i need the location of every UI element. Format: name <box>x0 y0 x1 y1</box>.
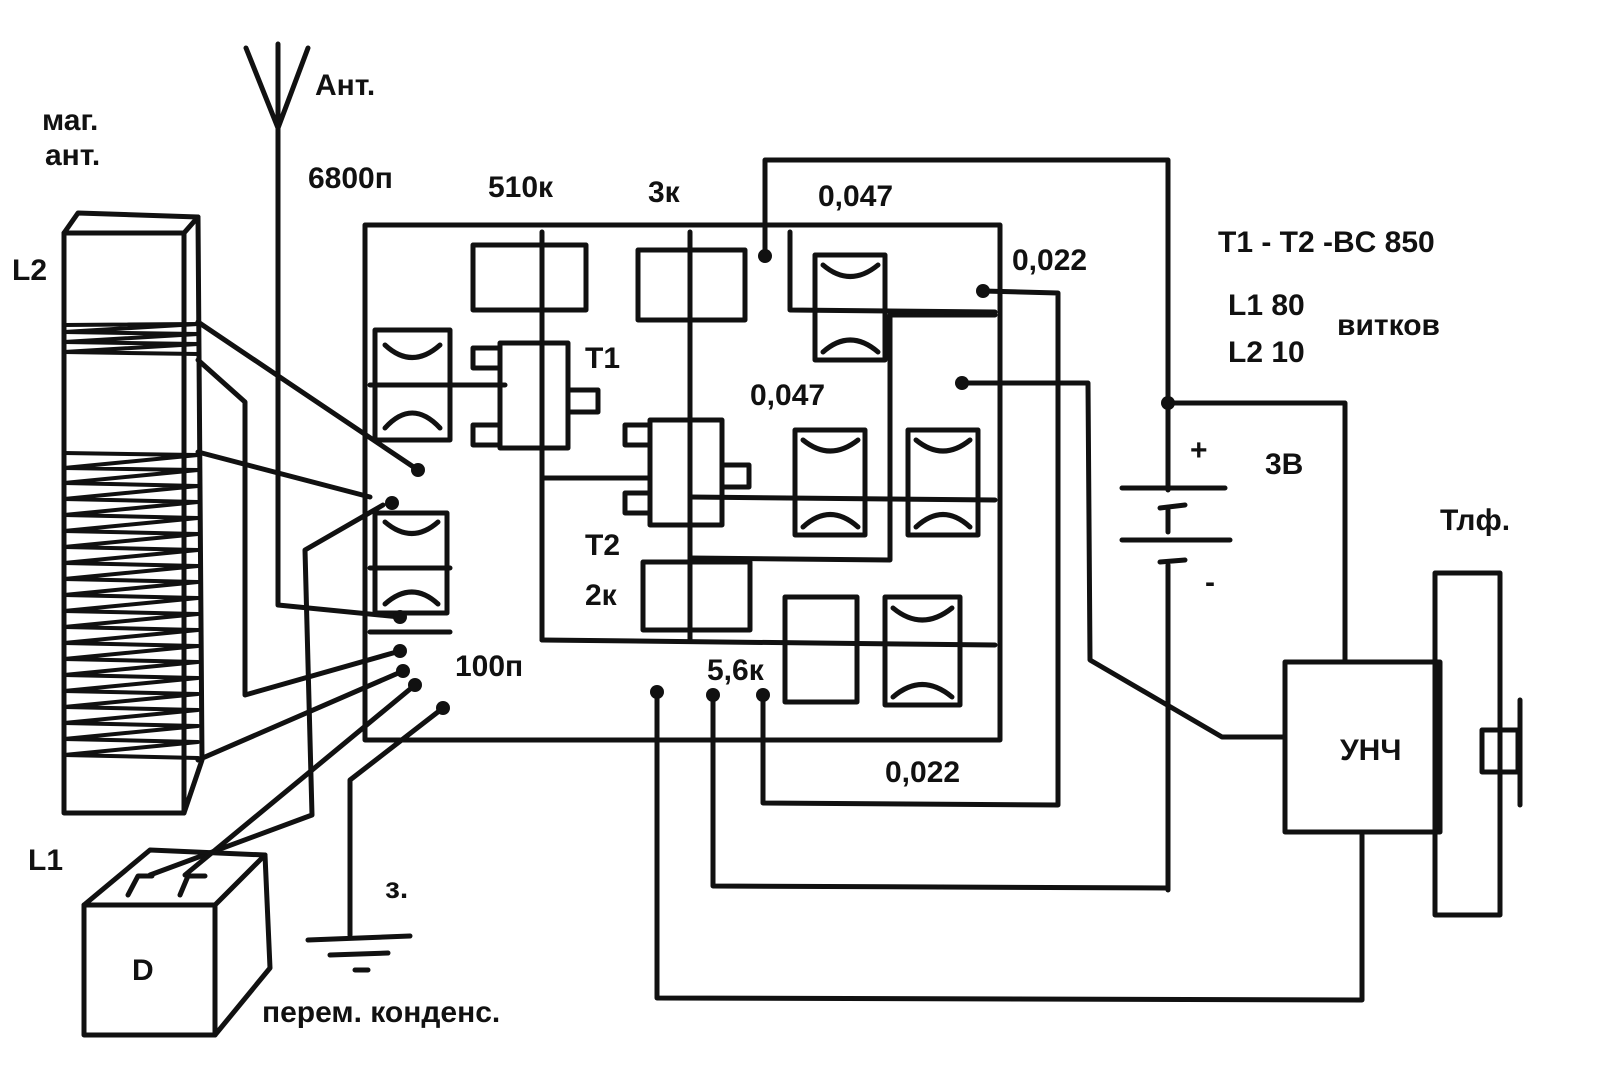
label-cap-0022-right: 0,022 <box>1012 244 1087 277</box>
label-coil-l2-turns: L2 10 <box>1228 336 1305 369</box>
collector-line <box>687 494 998 503</box>
coil-l1 <box>62 451 200 760</box>
label-res-2k: 2к <box>585 579 618 612</box>
label-res-510k: 510к <box>488 171 554 204</box>
amplifier-box <box>1282 659 1443 835</box>
connection-dots <box>385 249 1175 715</box>
label-ground: з. <box>385 872 408 905</box>
label-cap-100p: 100п <box>455 650 523 683</box>
battery <box>1119 485 1233 893</box>
label-cap-0047-top: 0,047 <box>818 180 893 213</box>
resistor-2k <box>640 559 753 633</box>
circuit-board <box>362 222 1003 743</box>
resistor-5-6k <box>782 594 860 705</box>
label-coil-l2: L2 <box>12 254 47 287</box>
label-magnetic-antenna-line1: маг. <box>42 104 98 137</box>
label-res-3k: 3к <box>648 176 681 209</box>
output-wires <box>654 288 1365 1003</box>
label-transistor-t2: T2 <box>585 529 620 562</box>
capacitor-0022-bottom <box>882 594 963 708</box>
label-variable-capacitor-mark: D <box>132 954 154 987</box>
coil-l2 <box>62 322 200 356</box>
label-amplifier: УНЧ <box>1340 734 1401 767</box>
label-battery-voltage: 3В <box>1265 448 1303 481</box>
label-transistor-t1: T1 <box>585 342 620 375</box>
capacitor-0047-mid <box>792 427 868 538</box>
label-magnetic-antenna-line2: ант. <box>45 139 100 172</box>
antenna-symbol <box>243 41 403 620</box>
label-turns-word: витков <box>1337 309 1440 342</box>
label-battery-plus: + <box>1190 434 1208 467</box>
label-coil-l1-turns: L1 80 <box>1228 289 1305 322</box>
label-antenna: Ант. <box>315 69 375 102</box>
label-transistors-note: T1 - T2 -BC 850 <box>1218 226 1435 259</box>
capacitor-100p <box>367 510 453 635</box>
label-cap-0047-mid: 0,047 <box>750 379 825 412</box>
transistor-t2 <box>622 417 752 528</box>
label-variable-capacitor: перем. конденс. <box>262 996 500 1029</box>
capacitor-0047-top <box>787 229 998 363</box>
label-res-5-6k: 5,6к <box>707 654 765 687</box>
headphones-icon <box>1432 570 1523 918</box>
variable-capacitor <box>81 847 273 1038</box>
label-headphones: Тлф. <box>1440 504 1510 537</box>
label-cap-0022-bottom: 0,022 <box>885 756 960 789</box>
supply-wire-top <box>762 157 1171 493</box>
resistor-510k <box>470 229 589 643</box>
label-coil-l1: L1 <box>28 844 63 877</box>
label-battery-minus: - <box>1205 566 1215 599</box>
capacitor-6800p <box>367 327 508 443</box>
capacitor-0022-right <box>905 427 981 538</box>
transistor-t1 <box>470 340 601 451</box>
rail-to-2k <box>687 312 998 563</box>
ground-symbol <box>305 933 413 973</box>
resistor-3k <box>635 229 748 643</box>
label-cap-6800p: 6800п <box>308 162 393 195</box>
coil-wires <box>147 319 446 938</box>
ground-rail <box>539 637 998 648</box>
